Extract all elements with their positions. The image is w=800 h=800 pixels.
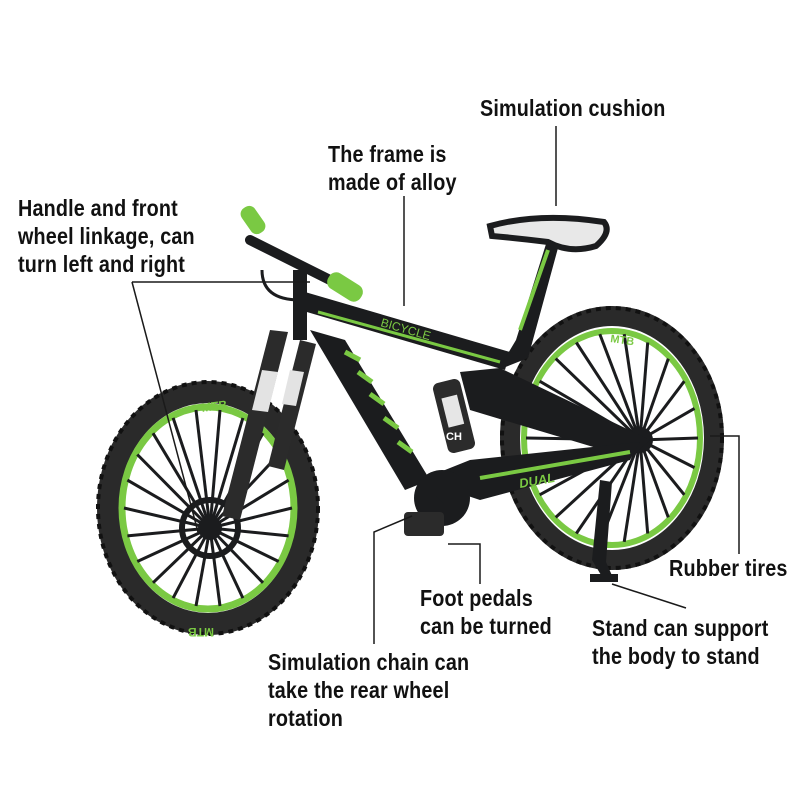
spoke bbox=[123, 506, 211, 530]
spoke bbox=[127, 526, 211, 538]
leader-lines bbox=[131, 126, 740, 644]
spoke bbox=[208, 417, 245, 529]
seat-tube-stripe bbox=[518, 249, 550, 331]
front-tire-tread bbox=[96, 380, 320, 636]
chain-stay-stripe bbox=[479, 450, 631, 480]
spoke bbox=[622, 439, 642, 543]
chain-stay-label: DUAL bbox=[518, 470, 556, 491]
spoke bbox=[638, 439, 670, 518]
rear-rim bbox=[521, 328, 703, 548]
callout-handle: Handle and front wheel linkage, can turn… bbox=[18, 194, 195, 278]
callout-chain: Simulation chain can take the rear wheel… bbox=[268, 648, 469, 732]
front-tire-label-bottom: MTB bbox=[188, 625, 214, 639]
spoke bbox=[638, 342, 650, 441]
down-tube bbox=[310, 330, 430, 490]
spoke bbox=[208, 527, 245, 599]
down-tube-stripes bbox=[343, 349, 414, 455]
callout-cushion-line-1: Simulation cushion bbox=[480, 95, 666, 121]
spoke bbox=[136, 526, 211, 563]
spoke bbox=[208, 526, 265, 584]
callout-tires: Rubber tires bbox=[669, 554, 788, 582]
rear-tire-label: MTB bbox=[610, 333, 635, 348]
spoke bbox=[638, 439, 650, 534]
spoke bbox=[126, 478, 211, 530]
front-rim bbox=[118, 403, 298, 613]
front-wheel: MTB MTB bbox=[96, 380, 320, 639]
callout-tires-line-1: Rubber tires bbox=[669, 555, 788, 581]
front-spokes bbox=[123, 409, 293, 607]
spoke bbox=[208, 527, 222, 607]
front-hub bbox=[198, 516, 222, 540]
crankset bbox=[404, 470, 470, 536]
brake-cable bbox=[260, 269, 301, 302]
leader-handle-drop bbox=[131, 281, 199, 533]
top-tube-stripe bbox=[317, 310, 501, 364]
spoke bbox=[598, 333, 642, 441]
spoke bbox=[622, 333, 642, 441]
kickstand bbox=[590, 480, 618, 582]
callout-stand: Stand can support the body to stand bbox=[592, 614, 769, 670]
spoke bbox=[575, 341, 642, 441]
callout-frame: The frame is made of alloy bbox=[328, 140, 457, 196]
callout-stand-line-1: Stand can support bbox=[592, 615, 769, 641]
brake-disc bbox=[179, 497, 241, 559]
callout-handle-line-3: turn left and right bbox=[18, 251, 185, 277]
callout-chain-line-3: rotation bbox=[268, 705, 343, 731]
spoke bbox=[638, 358, 670, 441]
leader-stand bbox=[611, 583, 687, 609]
swing-arm bbox=[460, 368, 650, 458]
callout-frame-line-2: made of alloy bbox=[328, 169, 457, 195]
rear-tire bbox=[500, 306, 724, 570]
spoke bbox=[194, 409, 212, 529]
leader-pedals bbox=[448, 543, 481, 584]
front-tire-label-top: MTB bbox=[200, 397, 228, 415]
front-tire bbox=[97, 381, 319, 635]
callout-pedals-line-1: Foot pedals bbox=[420, 585, 533, 611]
spoke bbox=[151, 526, 212, 584]
leader-chain bbox=[373, 515, 413, 644]
spoke bbox=[151, 432, 212, 529]
callout-frame-line-1: The frame is bbox=[328, 141, 447, 167]
bike-frame: BICYCLE DUAL bbox=[300, 244, 650, 500]
callout-pedals: Foot pedals can be turned bbox=[420, 584, 552, 640]
callout-cushion: Simulation cushion bbox=[480, 94, 666, 122]
spoke bbox=[554, 357, 642, 442]
rear-shock: CH bbox=[432, 378, 476, 454]
callout-handle-line-2: wheel linkage, can bbox=[18, 223, 195, 249]
leader-tires bbox=[710, 435, 740, 554]
callout-chain-line-2: take the rear wheel bbox=[268, 677, 450, 703]
spoke bbox=[171, 527, 212, 599]
spoke bbox=[209, 506, 293, 530]
spoke bbox=[136, 453, 212, 530]
spoke bbox=[208, 409, 222, 529]
callout-chain-line-1: Simulation chain can bbox=[268, 649, 470, 675]
spoke bbox=[209, 526, 280, 563]
saddle bbox=[486, 214, 610, 253]
right-grip bbox=[327, 272, 363, 302]
callout-stand-line-2: the body to stand bbox=[592, 643, 760, 669]
rear-tire-tread bbox=[500, 306, 724, 570]
callout-pedals-line-2: can be turned bbox=[420, 613, 552, 639]
spoke bbox=[171, 417, 212, 529]
front-fork bbox=[222, 330, 316, 520]
callout-handle-line-1: Handle and front bbox=[18, 195, 178, 221]
shock-label: CH bbox=[446, 431, 462, 443]
spoke bbox=[209, 526, 289, 538]
spoke bbox=[209, 478, 290, 530]
pedal bbox=[404, 512, 444, 536]
spoke bbox=[194, 527, 212, 607]
handlebar bbox=[240, 205, 363, 340]
left-grip bbox=[240, 205, 266, 235]
